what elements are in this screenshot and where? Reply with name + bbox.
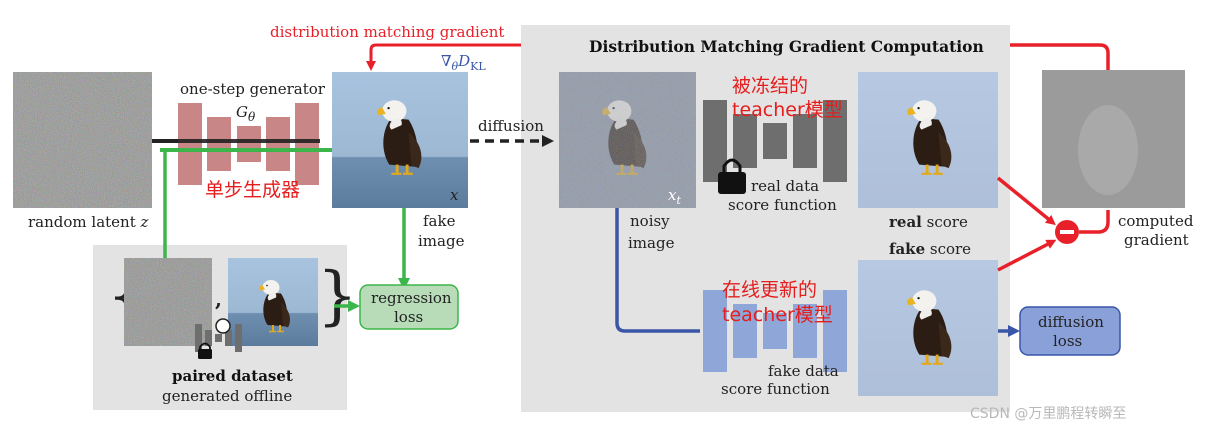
one-step-generator-label: one-step generator <box>180 80 326 98</box>
noisy-label-1: noisy <box>630 212 670 230</box>
fake-image-label-1: fake <box>423 212 456 230</box>
x-symbol: x <box>450 186 459 204</box>
diffusion-loss-label-2: loss <box>1053 332 1082 350</box>
random-latent-noise <box>13 72 152 208</box>
diffusion-loss-label-1: diffusion <box>1038 313 1104 331</box>
svg-text:∇θDKL: ∇θDKL <box>441 52 486 73</box>
minus-bar <box>1060 230 1074 234</box>
pair-comma: , <box>215 287 222 311</box>
dmg-title: Distribution Matching Gradient Computati… <box>589 37 984 56</box>
online-annotation-1: 在线更新的 <box>722 279 817 301</box>
fake-data-label-2: score function <box>721 380 830 398</box>
computed-label-2: gradient <box>1124 231 1189 249</box>
fake-score-rest: score <box>925 240 971 258</box>
svg-text:fake score: fake score <box>889 240 971 258</box>
lock-icon <box>718 158 746 194</box>
computed-to-top-line <box>1010 43 1110 70</box>
grad-d: D <box>457 52 470 70</box>
fake-image <box>332 72 468 208</box>
generator-annotation: 单步生成器 <box>205 179 300 201</box>
xt-sub: t <box>676 194 681 207</box>
paired-dataset-subtitle: generated offline <box>162 387 292 405</box>
real-score-rest: score <box>922 213 968 231</box>
fake-data-label-1: fake data <box>768 362 839 380</box>
diffusion-label: diffusion <box>478 117 544 135</box>
regression-label-1: regression <box>371 289 452 307</box>
random-latent-label: random latent <box>28 213 141 231</box>
g-symbol: G <box>236 103 248 121</box>
computed-gradient-ghost <box>1078 105 1138 195</box>
real-score-network <box>703 100 847 182</box>
online-annotation-2: teacher模型 <box>722 304 833 326</box>
svg-text:real score: real score <box>889 213 968 231</box>
real-data-label-1: real data <box>751 177 819 195</box>
blue-noisy-path <box>615 208 700 333</box>
svg-text:random latent z: random latent z <box>28 213 149 231</box>
minus-to-computed-line <box>1079 210 1110 234</box>
real-to-minus-arrow <box>996 176 1056 226</box>
right-brace: } <box>317 259 358 333</box>
paired-dataset-title: paired dataset <box>172 367 293 385</box>
svg-text:Gθ: Gθ <box>236 103 256 124</box>
real-score-image <box>858 72 998 208</box>
regression-label-2: loss <box>394 308 423 326</box>
regression-loss-box <box>359 284 459 330</box>
frozen-annotation-2: teacher模型 <box>732 99 843 121</box>
real-data-label-2: score function <box>728 196 837 214</box>
watermark: CSDN @万里鹏程转瞬至 <box>970 406 1126 422</box>
fake-image-label-2: image <box>418 232 465 250</box>
frozen-annotation-1: 被冻结的 <box>732 75 808 97</box>
one-step-generator <box>178 103 319 185</box>
nabla: ∇ <box>441 52 451 70</box>
dist-grad-arrow <box>366 43 521 71</box>
noisy-label-2: image <box>628 234 675 252</box>
small-teacher-network-icon <box>195 318 242 359</box>
fake-score-bold: fake <box>889 240 925 258</box>
grad-kl: KL <box>470 60 486 73</box>
g-theta-sub: θ <box>248 110 256 124</box>
svg-text:xt: xt <box>668 186 681 207</box>
xt-symbol: x <box>668 186 677 204</box>
paired-eagle-image <box>228 258 318 346</box>
grad-theta: θ <box>451 60 458 73</box>
fake-score-image <box>858 260 998 396</box>
noisy-image <box>559 72 696 208</box>
computed-label-1: computed <box>1118 212 1194 230</box>
real-score-bold: real <box>889 213 922 231</box>
diffusion-loss-box <box>1019 306 1121 356</box>
fake-score-network <box>703 290 847 372</box>
dist-grad-label: distribution matching gradient <box>270 23 504 41</box>
fake-to-minus-arrow <box>997 239 1057 272</box>
z-symbol: z <box>140 213 149 231</box>
